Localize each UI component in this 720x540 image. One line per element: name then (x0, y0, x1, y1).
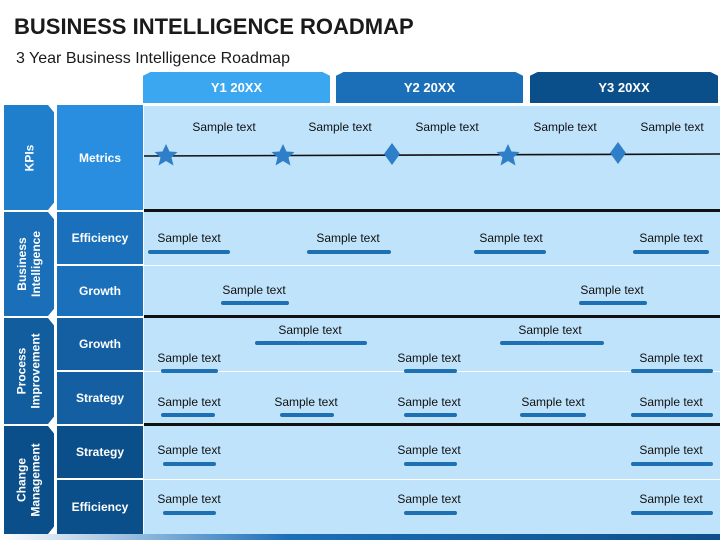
metrics-item-text: Sample text (415, 120, 479, 134)
task-bar (633, 250, 709, 254)
metrics-item-text: Sample text (533, 120, 597, 134)
task-bar (255, 341, 367, 345)
row-label-text: Efficiency (71, 500, 129, 514)
metrics-timeline (144, 142, 720, 166)
row-label-bi-growth: Growth (57, 266, 143, 316)
group-label: Business Intelligence (15, 230, 43, 298)
row-separator (144, 265, 720, 266)
row-label-pi-growth: Growth (57, 318, 143, 370)
task-text: Sample text (639, 231, 703, 245)
row-label-text: Growth (79, 284, 121, 298)
task-text: Sample text (157, 443, 221, 457)
row-label-pi-strategy: Strategy (57, 372, 143, 424)
task-text: Sample text (157, 492, 221, 506)
row-label-text: Growth (79, 337, 121, 351)
task-bar (631, 369, 713, 373)
task-text: Sample text (274, 395, 338, 409)
year-label: Y3 20XX (598, 80, 650, 95)
star-icon (496, 144, 520, 166)
row-separator (144, 479, 720, 480)
metrics-item-text: Sample text (192, 120, 256, 134)
task-bar (404, 413, 457, 417)
timeline-line (144, 153, 720, 157)
task-text: Sample text (316, 231, 380, 245)
task-bar (520, 413, 586, 417)
row-label-cm-efficiency: Efficiency (57, 480, 143, 534)
page-title: BUSINESS INTELLIGENCE ROADMAP (14, 14, 414, 39)
star-icon (271, 144, 295, 166)
task-bar (631, 511, 713, 515)
group-label: Change Management (15, 443, 44, 517)
year-header-1: Y1 20XX (143, 72, 330, 103)
task-bar (161, 369, 218, 373)
task-text: Sample text (222, 283, 286, 297)
task-text: Sample text (397, 492, 461, 506)
page-subtitle: 3 Year Business Intelligence Roadmap (16, 50, 290, 67)
row-label-text: Strategy (75, 445, 125, 459)
row-label-cm-strategy: Strategy (57, 426, 143, 478)
task-text: Sample text (639, 492, 703, 506)
task-text: Sample text (157, 351, 221, 365)
task-text: Sample text (157, 395, 221, 409)
task-bar (631, 413, 713, 417)
star-icon (154, 144, 178, 166)
row-label-metrics: Metrics (57, 105, 143, 210)
group-tab-kpis: KPIs (4, 105, 54, 210)
task-bar (163, 511, 216, 515)
row-label-text: Metrics (78, 150, 122, 165)
task-bar (631, 462, 713, 466)
section-separator (144, 315, 720, 318)
task-text: Sample text (397, 395, 461, 409)
year-label: Y2 20XX (403, 80, 456, 95)
metrics-item-text: Sample text (308, 120, 372, 134)
task-bar (500, 341, 604, 345)
task-bar (474, 250, 546, 254)
year-header-3: Y3 20XX (530, 72, 718, 103)
group-label: Process Improvement (15, 333, 44, 409)
task-bar (404, 369, 457, 373)
task-bar (579, 301, 647, 305)
task-text: Sample text (639, 395, 703, 409)
task-bar (404, 462, 457, 466)
task-text: Sample text (639, 443, 703, 457)
task-bar (163, 462, 216, 466)
task-bar (148, 250, 230, 254)
task-text: Sample text (580, 283, 644, 297)
task-bar (404, 511, 457, 515)
diamond-icon (610, 142, 626, 164)
bottom-accent-strip (0, 534, 720, 540)
task-text: Sample text (518, 323, 582, 337)
group-tab-process-improvement: Process Improvement (4, 318, 54, 424)
group-tab-change-management: Change Management (4, 426, 54, 534)
task-bar (221, 301, 289, 305)
diamond-icon (384, 143, 400, 165)
task-text: Sample text (397, 443, 461, 457)
year-label: Y1 20XX (210, 80, 263, 95)
group-tab-business-intelligence: Business Intelligence (4, 212, 54, 316)
task-text: Sample text (397, 351, 461, 365)
task-text: Sample text (479, 231, 543, 245)
section-separator (144, 209, 720, 212)
year-header-2: Y2 20XX (336, 72, 523, 103)
group-label: KPIs (22, 144, 36, 171)
task-text: Sample text (278, 323, 342, 337)
row-label-text: Strategy (75, 391, 125, 405)
section-separator (144, 423, 720, 426)
task-bar (161, 413, 215, 417)
task-text: Sample text (157, 231, 221, 245)
task-bar (280, 413, 334, 417)
task-text: Sample text (521, 395, 585, 409)
task-text: Sample text (639, 351, 703, 365)
row-label-text: Efficiency (71, 231, 129, 245)
task-bar (307, 250, 391, 254)
metrics-item-text: Sample text (640, 120, 704, 134)
row-label-efficiency: Efficiency (57, 212, 143, 264)
roadmap-area (144, 106, 720, 534)
